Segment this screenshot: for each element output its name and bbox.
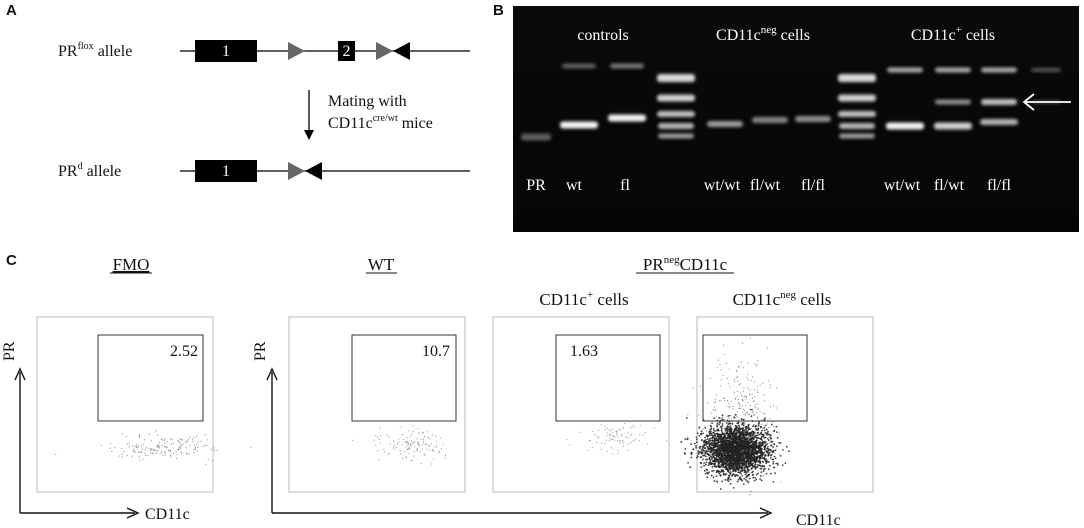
- band-pos-flfl-high: [981, 67, 1017, 73]
- gate-cd11cpos: [555, 334, 661, 422]
- flox-allele-label: PRflox allele: [58, 41, 132, 60]
- gate-cd11cneg: [702, 334, 808, 422]
- band-neg-flfl: [795, 116, 831, 122]
- gel-group-cd11cneg: CD11cneg cells: [716, 24, 810, 44]
- flox-exon2-box: [338, 41, 355, 61]
- gate-value-wt: 10.7: [422, 343, 450, 360]
- x-axis-label-main: CD11c: [796, 512, 841, 528]
- plot-frame-fmo: [36, 316, 214, 493]
- flow-title-wt: WT: [368, 255, 395, 274]
- flox-exon1-box: [195, 40, 257, 62]
- band-pos-flfl-mid: [981, 99, 1017, 105]
- dots-wt: [352, 425, 447, 465]
- band-pos-flfl-low: [980, 119, 1018, 125]
- d-exon1-box: [195, 160, 257, 182]
- lane-label-fl: fl: [620, 177, 630, 194]
- loxp-triangle-1: [288, 42, 305, 60]
- flow-subtitle-cd11cpos: CD11c+ cells: [539, 289, 628, 309]
- flow-dots: [55, 337, 790, 496]
- y-axis-label-main: PR: [252, 341, 269, 361]
- lane-label-neg-flfl: fl/fl: [801, 177, 826, 194]
- flox-exon1-label: 1: [222, 43, 230, 60]
- dots-fmo: [55, 420, 252, 465]
- band-ladder1-d: [658, 123, 694, 129]
- d-loxp-triangle: [288, 162, 305, 180]
- right-arrow-icon: [759, 507, 773, 519]
- down-arrow-icon: [304, 130, 314, 140]
- band-ladder1-e: [658, 133, 694, 139]
- band-ladder1-b: [657, 94, 695, 102]
- x-axis-label-fmo: CD11c: [145, 506, 190, 523]
- gate-fmo: [97, 334, 204, 422]
- flow-title-prneg: PRnegCD11c: [643, 254, 728, 274]
- flox-exon2-label: 2: [343, 43, 351, 60]
- gel-bands: [521, 63, 1061, 141]
- loxp-triangle-2: [376, 42, 393, 60]
- up-arrow-icon: [266, 367, 278, 381]
- gate-wt: [351, 334, 457, 422]
- y-axis-label-fmo: PR: [1, 341, 18, 361]
- band-pos-flwt-low: [934, 122, 972, 130]
- band-wt-high: [562, 63, 596, 69]
- gel-group-cd11cpos: CD11c+ cells: [911, 24, 995, 44]
- band-fl-low: [608, 114, 646, 122]
- flow-subtitle-cd11cneg: CD11cneg cells: [733, 289, 832, 309]
- band-ladder2-e: [839, 133, 875, 139]
- left-arrow-icon: [1022, 93, 1071, 111]
- d-allele-label: PRd allele: [58, 161, 121, 180]
- band-pos-wtwt-high: [887, 67, 923, 73]
- pcr-gel-image: controls CD11cneg cells CD11c+ cells PR …: [513, 6, 1079, 232]
- allele-scheme: 1 2 PRflox allele Mating with CD11ccre/w…: [58, 40, 470, 182]
- band-ladder2-a: [838, 74, 876, 82]
- plot-frame-cd11cneg: [696, 316, 874, 493]
- dots-cd11cneg-dense: [680, 408, 790, 490]
- band-extra-high: [1031, 68, 1061, 72]
- axes-main: [266, 367, 773, 519]
- up-arrow-icon: [14, 367, 26, 381]
- d-frt-triangle: [305, 162, 322, 180]
- band-neg-wtwt: [707, 121, 743, 127]
- band-pos-wtwt-low: [886, 122, 924, 130]
- band-ladder2-c: [838, 111, 876, 117]
- lane-label-wt: wt: [566, 177, 583, 194]
- gate-value-cd11cpos: 1.63: [570, 343, 598, 360]
- band-pos-flwt-high: [935, 67, 971, 73]
- band-pos-flwt-mid: [935, 99, 971, 105]
- band-fl-high: [610, 63, 644, 69]
- axes-fmo: [14, 367, 140, 519]
- lane-label-pr: PR: [526, 177, 546, 194]
- right-arrow-icon: [126, 507, 140, 519]
- plot-frame-wt: [288, 316, 466, 493]
- band-wt-low: [560, 121, 598, 129]
- gate-value-fmo: 2.52: [170, 343, 198, 360]
- panel-a-label: A: [6, 2, 17, 19]
- panel-c-label: C: [6, 252, 17, 269]
- panel-b-label: B: [493, 2, 504, 19]
- lane-label-neg-wtwt: wt/wt: [704, 177, 741, 194]
- band-ladder1-c: [657, 111, 695, 117]
- band-ladder2-d: [839, 123, 875, 129]
- dots-cd11cpos: [566, 420, 668, 455]
- d-exon1-label: 1: [222, 163, 230, 180]
- plot-frame-cd11cpos: [492, 316, 670, 493]
- band-ladder1-a: [657, 74, 695, 82]
- band-pr: [521, 133, 551, 141]
- band-neg-flwt: [752, 117, 788, 123]
- frt-triangle-1: [393, 42, 410, 60]
- mating-text-line1: Mating with: [328, 93, 407, 110]
- band-ladder2-b: [838, 94, 876, 102]
- lane-label-neg-flwt: fl/wt: [750, 177, 781, 194]
- lane-label-pos-wtwt: wt/wt: [884, 177, 921, 194]
- flow-title-fmo: FMO: [113, 255, 150, 274]
- lane-label-pos-flfl: fl/fl: [987, 177, 1012, 194]
- lane-label-pos-flwt: fl/wt: [934, 177, 965, 194]
- flow-cytometry-figure: FMO WT PRnegCD11c CD11c+ cells CD11cneg …: [1, 254, 874, 528]
- mating-text-line2: CD11ccre/wt mice: [328, 113, 433, 132]
- gel-group-controls: controls: [577, 27, 629, 44]
